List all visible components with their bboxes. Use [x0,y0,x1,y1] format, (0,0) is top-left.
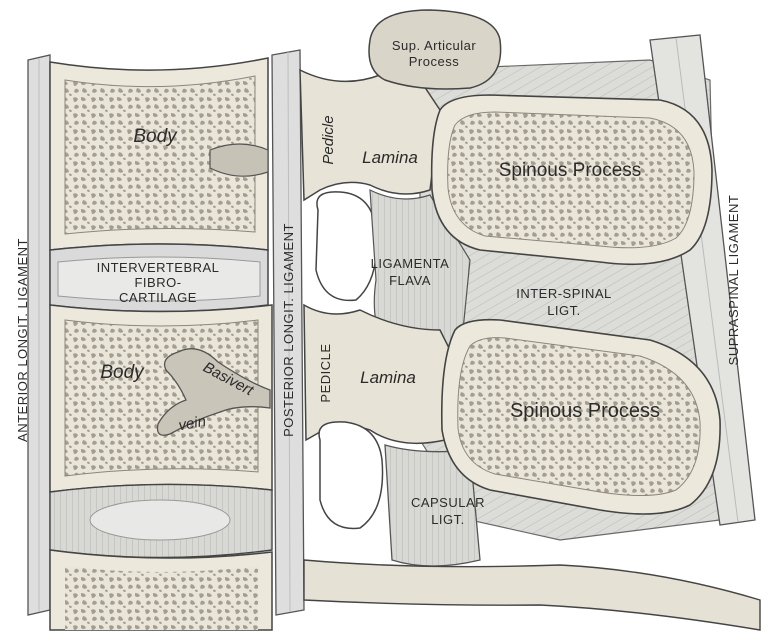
posterior-ligament-strip [271,49,305,616]
supraspinal-label: SUPRASPINAL LIGAMENT [726,195,741,366]
body-lower-label: Body [100,362,145,383]
pedicle-lower-label: PEDICLE [318,343,333,402]
articular-base-bar [303,559,761,631]
capsular-label-1: CAPSULAR [411,495,485,510]
capsular-label-2: LIGT. [431,512,465,527]
basivertebral-vein [156,348,271,436]
capsular-ligament [384,444,481,567]
spinous-upper-label: Spinous Process [499,160,642,181]
intervertebral-label-3: CARTILAGE [119,290,197,305]
intervertebral-label-1: INTERVERTEBRAL [97,260,220,275]
lamina-upper-label: Lamina [362,148,418,167]
upper-pedicle-lamina [299,68,441,202]
intervertebral-foramen [315,191,378,302]
intervertebral-label-2: FIBRO- [134,275,181,290]
sup-articular-label-1: Sup. Articular [392,38,476,53]
superior-articular-process [368,9,502,90]
pedicle-upper-label: Pedicle [320,115,337,164]
lower-foramen [318,421,384,530]
spinous-lower-label: Spinous Process [510,400,660,422]
lower-spinous-process [440,318,721,515]
sup-articular-label-2: Process [409,54,459,69]
anterior-ligament-label: ANTERIOR LONGIT. LIGAMENT [15,238,30,442]
lamina-lower-label: Lamina [360,368,416,387]
upper-vertebral-body [49,57,269,251]
basivert-label-2: vein [177,413,207,435]
upper-spinous-process [430,94,713,266]
intervertebral-disc [49,243,269,313]
body-upper-label: Body [133,126,178,147]
ligamenta-flava-label-2: FLAVA [389,273,431,288]
interspinal-label-1: INTER-SPINAL [516,286,612,301]
ligamenta-flava-label-1: LIGAMENTA [371,256,450,271]
interspinal-label-2: LIGT. [547,303,581,318]
lower-vertebral-body [49,304,273,493]
posterior-ligament-label: POSTERIOR LONGIT. LIGAMENT [281,223,296,437]
